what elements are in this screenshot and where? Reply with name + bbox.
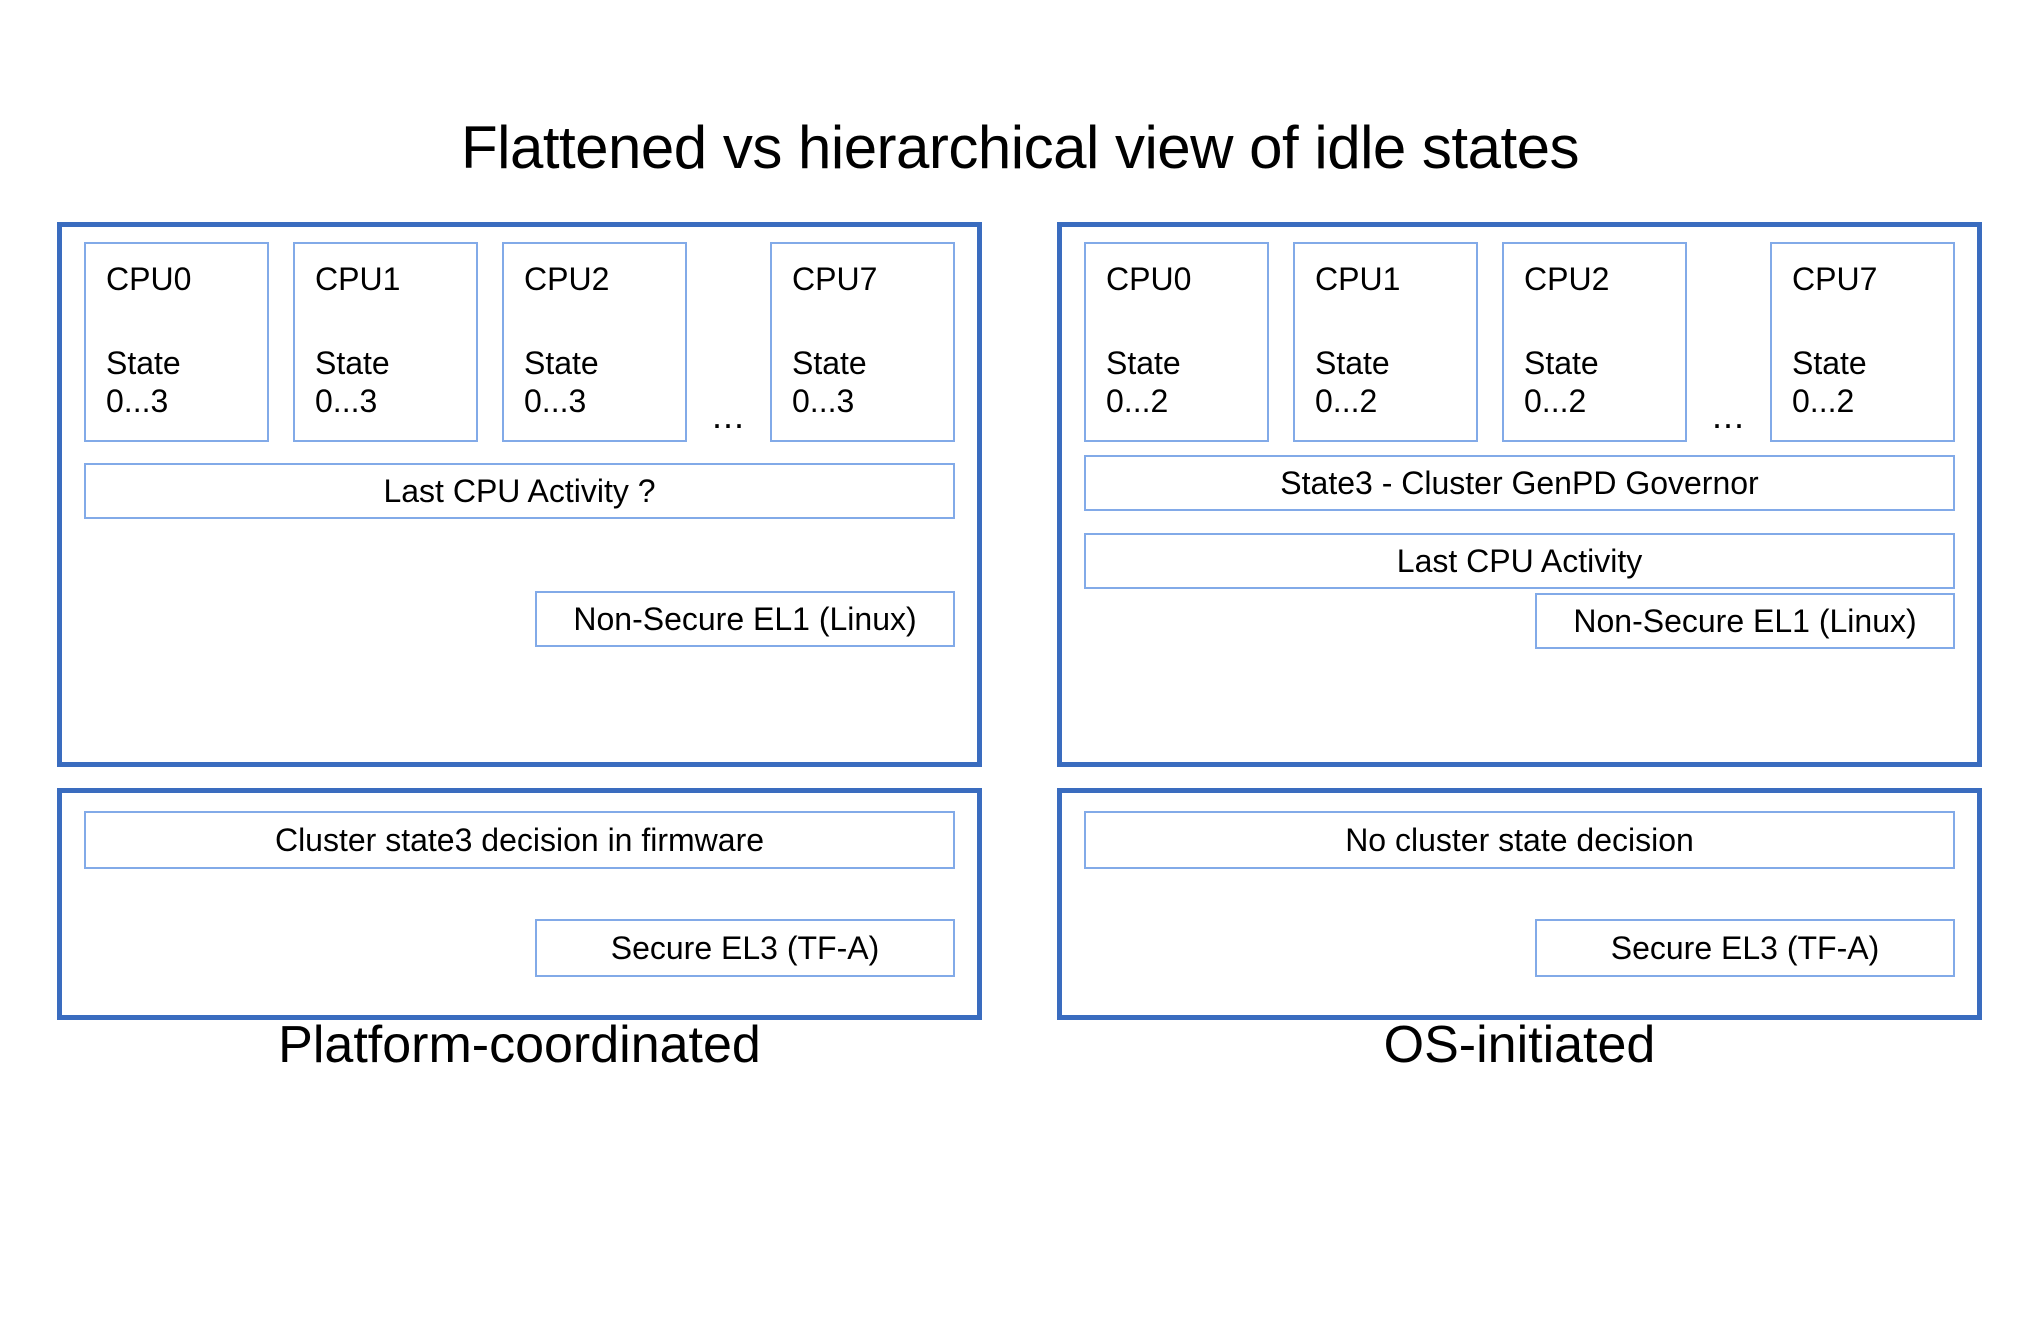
- caption-platform-coordinated: Platform-coordinated: [278, 1016, 761, 1074]
- cpu-state-range: 0...2: [1792, 383, 1855, 419]
- cpu-state-label: State: [1524, 345, 1599, 381]
- cpu-state-label: State: [1315, 345, 1390, 381]
- cluster-state-decision-box[interactable]: No cluster state decision: [1084, 811, 1955, 869]
- cpu-state: State 0...3: [524, 344, 599, 420]
- cpu-box-cpu2[interactable]: CPU2 State 0...3: [502, 242, 687, 442]
- cpu-box-cpu7[interactable]: CPU7 State 0...2: [1770, 242, 1955, 442]
- cpu-state: State 0...2: [1106, 344, 1181, 420]
- cpu-label: CPU1: [315, 261, 401, 297]
- cpu-label: CPU7: [792, 261, 878, 297]
- cpu-row: CPU0 State 0...3 CPU1 State 0...3: [84, 242, 955, 442]
- cpu-state: State 0...3: [315, 344, 390, 420]
- cpu-state: State 0...3: [792, 344, 867, 420]
- cpu-state-label: State: [1792, 345, 1867, 381]
- last-cpu-activity-box[interactable]: Last CPU Activity ?: [84, 463, 955, 519]
- cpu-state-range: 0...2: [1106, 383, 1169, 419]
- cpu-box-cpu1[interactable]: CPU1 State 0...2: [1293, 242, 1478, 442]
- cpu-ellipsis: ...: [711, 395, 745, 436]
- column-os-initiated: CPU0 State 0...2 CPU1 State 0...2: [1057, 222, 1982, 1020]
- cpu-label: CPU2: [1524, 261, 1610, 297]
- cpu-state: State 0...3: [106, 344, 181, 420]
- last-cpu-activity-box[interactable]: Last CPU Activity: [1084, 533, 1955, 589]
- page-title: Flattened vs hierarchical view of idle s…: [460, 114, 1580, 181]
- cpu-ellipsis: ...: [1711, 395, 1745, 436]
- secure-el3-label-box[interactable]: Secure EL3 (TF-A): [535, 919, 955, 977]
- non-secure-el1-label-box[interactable]: Non-Secure EL1 (Linux): [1535, 593, 1955, 649]
- secure-el3-panel: Cluster state3 decision in firmware Secu…: [57, 788, 982, 1020]
- cpu-label: CPU7: [1792, 261, 1878, 297]
- cpu-state-label: State: [106, 345, 181, 381]
- cpu-label: CPU1: [1315, 261, 1401, 297]
- non-secure-el1-label-box[interactable]: Non-Secure EL1 (Linux): [535, 591, 955, 647]
- cpu-state: State 0...2: [1524, 344, 1599, 420]
- cpu-state-label: State: [792, 345, 867, 381]
- cpu-row: CPU0 State 0...2 CPU1 State 0...2: [1084, 242, 1955, 442]
- cluster-genpd-governor-box[interactable]: State3 - Cluster GenPD Governor: [1084, 455, 1955, 511]
- cpu-state-range: 0...3: [106, 383, 169, 419]
- non-secure-el1-panel: CPU0 State 0...2 CPU1 State 0...2: [1057, 222, 1982, 767]
- non-secure-el1-panel: CPU0 State 0...3 CPU1 State 0...3: [57, 222, 982, 767]
- caption-os-initiated: OS-initiated: [1383, 1016, 1656, 1074]
- column-platform-coordinated: CPU0 State 0...3 CPU1 State 0...3: [57, 222, 982, 1020]
- secure-el3-panel: No cluster state decision Secure EL3 (TF…: [1057, 788, 1982, 1020]
- cluster-state-decision-box[interactable]: Cluster state3 decision in firmware: [84, 811, 955, 869]
- cpu-state-label: State: [1106, 345, 1181, 381]
- cpu-label: CPU0: [106, 261, 192, 297]
- cpu-state-range: 0...2: [1524, 383, 1587, 419]
- cpu-state-label: State: [524, 345, 599, 381]
- cpu-state-range: 0...2: [1315, 383, 1378, 419]
- cpu-box-cpu0[interactable]: CPU0 State 0...3: [84, 242, 269, 442]
- cpu-box-cpu2[interactable]: CPU2 State 0...2: [1502, 242, 1687, 442]
- cpu-label: CPU0: [1106, 261, 1192, 297]
- cpu-state-range: 0...3: [524, 383, 587, 419]
- cpu-state-range: 0...3: [792, 383, 855, 419]
- cpu-label: CPU2: [524, 261, 610, 297]
- cpu-state-label: State: [315, 345, 390, 381]
- cpu-state: State 0...2: [1792, 344, 1867, 420]
- cpu-box-cpu7[interactable]: CPU7 State 0...3: [770, 242, 955, 442]
- cpu-state: State 0...2: [1315, 344, 1390, 420]
- secure-el3-label-box[interactable]: Secure EL3 (TF-A): [1535, 919, 1955, 977]
- cpu-state-range: 0...3: [315, 383, 378, 419]
- cpu-box-cpu0[interactable]: CPU0 State 0...2: [1084, 242, 1269, 442]
- cpu-box-cpu1[interactable]: CPU1 State 0...3: [293, 242, 478, 442]
